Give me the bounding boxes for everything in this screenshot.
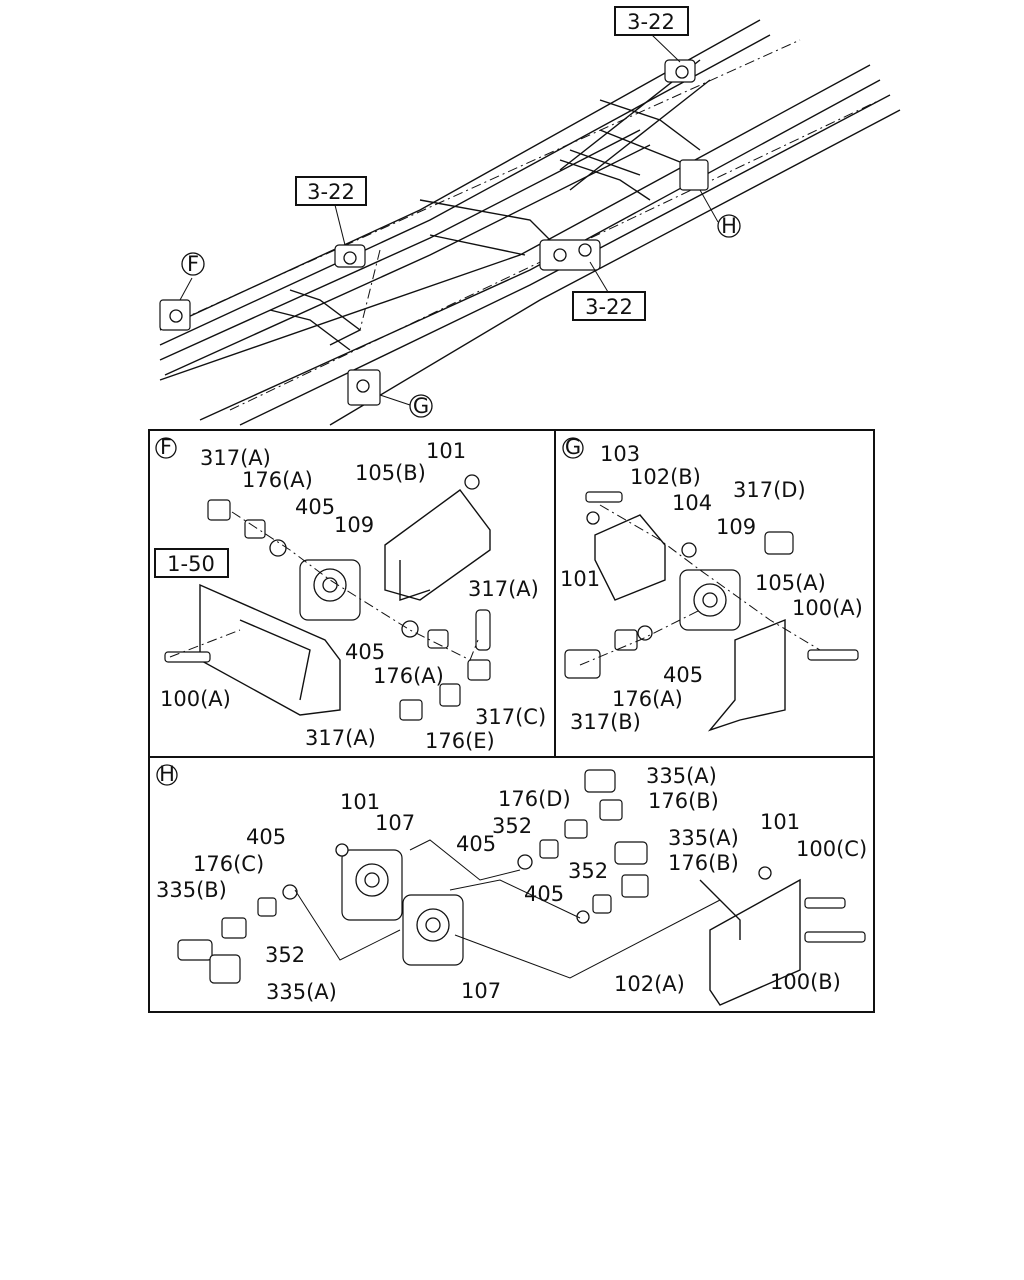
part-number-label: 317(B) xyxy=(570,710,641,734)
part-number-label: 105(B) xyxy=(355,461,426,485)
part-number-label: 105(A) xyxy=(755,571,826,595)
part-number-label: 176(A) xyxy=(612,687,683,711)
part-number-label: H xyxy=(721,214,737,238)
part-number-label: F xyxy=(187,252,199,276)
part-number-label: 317(A) xyxy=(305,726,376,750)
part-number-label: 176(D) xyxy=(498,787,571,811)
part-number-label: 405 xyxy=(663,663,703,687)
part-number-label: 405 xyxy=(456,832,496,856)
part-number-label: 109 xyxy=(334,513,374,537)
panel-g: G 103 102(B) 104 317(D) 109 105(A) 100(A… xyxy=(560,435,863,734)
part-number-label: 352 xyxy=(568,859,608,883)
chassis-frame-overview xyxy=(159,19,901,426)
part-number-label: 405 xyxy=(345,640,385,664)
part-number-label: 352 xyxy=(265,943,305,967)
detail-frame xyxy=(148,429,875,1013)
part-number-label: 101 xyxy=(560,567,600,591)
part-number-label: 100(B) xyxy=(770,970,841,994)
ref-box-middle-right[interactable]: 3-22 xyxy=(572,291,646,321)
part-number-label: 317(A) xyxy=(200,446,271,470)
part-number-label: 176(E) xyxy=(425,729,495,753)
part-number-label: 102(B) xyxy=(630,465,701,489)
part-number-label: 100(A) xyxy=(792,596,863,620)
part-number-label: 335(B) xyxy=(156,878,227,902)
part-number-label: 103 xyxy=(600,442,640,466)
part-number-label: 3-22 xyxy=(585,295,633,319)
ref-box-1-50[interactable]: 1-50 xyxy=(154,548,229,578)
callout-f[interactable]: F xyxy=(181,252,205,276)
part-number-label: 3-22 xyxy=(627,10,675,34)
part-number-label: 104 xyxy=(672,491,712,515)
part-number-label: 1-50 xyxy=(167,552,215,576)
part-number-label: H xyxy=(159,762,175,786)
part-number-label: F xyxy=(160,435,172,459)
part-number-label: 101 xyxy=(426,439,466,463)
part-number-label: 107 xyxy=(375,811,415,835)
part-number-label: 335(A) xyxy=(266,980,337,1004)
part-number-label: 100(C) xyxy=(796,837,867,861)
part-number-label: 176(C) xyxy=(193,852,264,876)
part-number-label: 317(A) xyxy=(468,577,539,601)
part-number-label: 101 xyxy=(340,790,380,814)
part-number-label: 176(B) xyxy=(668,851,739,875)
part-number-label: 176(B) xyxy=(648,789,719,813)
panel-h: H 335(A) 176(D) xyxy=(156,762,867,1006)
part-number-label: G xyxy=(413,394,429,418)
part-number-label: 3-22 xyxy=(307,180,355,204)
part-number-label: 176(A) xyxy=(242,468,313,492)
ref-box-top[interactable]: 3-22 xyxy=(614,6,689,36)
part-number-label: 107 xyxy=(461,979,501,1003)
ref-box-middle-left[interactable]: 3-22 xyxy=(295,176,367,206)
part-number-label: 317(C) xyxy=(475,705,546,729)
part-number-label: 335(A) xyxy=(646,764,717,788)
part-number-label: 109 xyxy=(716,515,756,539)
part-number-label: 102(A) xyxy=(614,972,685,996)
part-number-label: 352 xyxy=(492,814,532,838)
part-number-label: 405 xyxy=(246,825,286,849)
part-number-label: 176(A) xyxy=(373,664,444,688)
panel-f: F 1-50 317(A) 176(A) 405 109 1 xyxy=(154,435,546,753)
part-number-label: 100(A) xyxy=(160,687,231,711)
callout-g[interactable]: G xyxy=(409,394,433,418)
part-number-label: 405 xyxy=(524,882,564,906)
part-number-label: 405 xyxy=(295,495,335,519)
callout-h[interactable]: H xyxy=(717,214,741,238)
part-number-label: 317(D) xyxy=(733,478,806,502)
part-number-label: G xyxy=(565,435,581,459)
part-number-label: 101 xyxy=(760,810,800,834)
part-number-label: 335(A) xyxy=(668,826,739,850)
